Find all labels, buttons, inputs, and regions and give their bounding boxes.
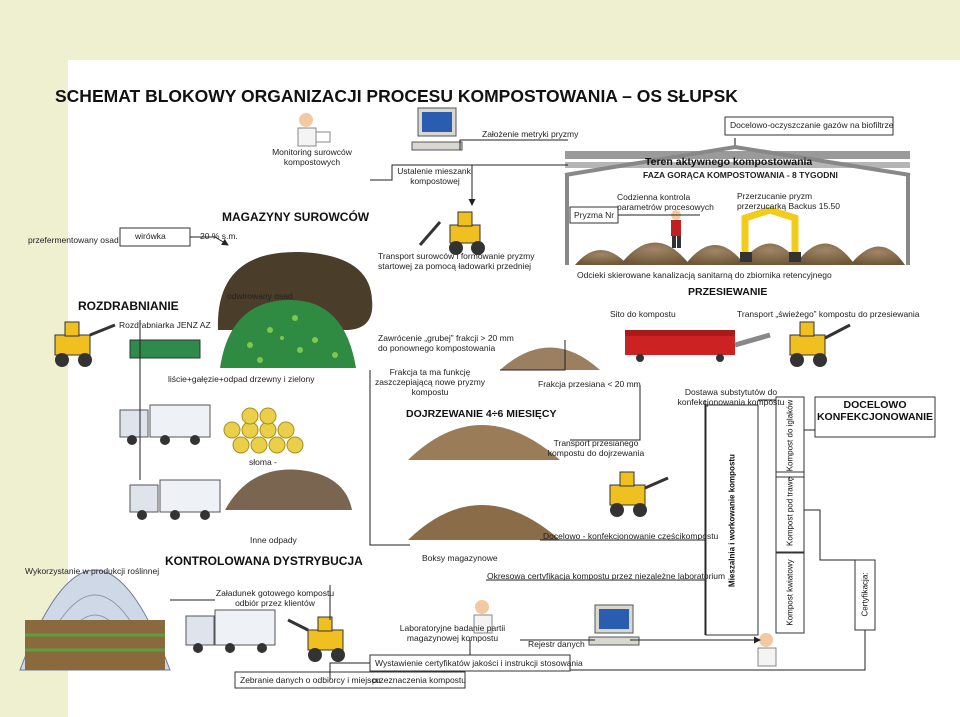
label-wykorzystanie: Wykorzystanie w produkcji roślinnej xyxy=(25,566,160,576)
screen-pile xyxy=(500,347,600,370)
maturation-pile-2 xyxy=(408,505,560,540)
truck-1 xyxy=(119,404,211,445)
loader-1 xyxy=(418,211,485,255)
label-zawrocenie: Zawrócenie „grubej” frakcji > 20 mm do p… xyxy=(378,333,514,353)
label-procent: 20 % s.m. xyxy=(200,231,238,241)
label-faza: FAZA GORĄCA KOMPOSTOWANIA - 8 TYGODNI xyxy=(643,170,838,180)
label-kompost-iglakow: Kompost do iglaków xyxy=(785,399,795,472)
label-codzienna: Codzienna kontrola parametrów procesowyc… xyxy=(617,192,714,212)
top-band xyxy=(68,0,960,60)
label-zaladunek: Załadunek gotowego kompostu odbiór przez… xyxy=(215,588,335,608)
frame-kompost-iglakow xyxy=(775,396,805,478)
truck-2 xyxy=(129,479,221,520)
computer-1 xyxy=(411,107,463,151)
label-odcieki: Odcieki skierowane kanalizacją sanitarną… xyxy=(577,270,832,280)
label-ustalenie: Ustalenie mieszanki kompostowej xyxy=(397,166,473,186)
label-przefermentowany: przefermentowany osad xyxy=(28,235,119,245)
loader-5 xyxy=(287,616,345,662)
scientist-2 xyxy=(473,600,493,634)
label-docelowo-konf: DOCELOWO KONFEKCJONOWANIE xyxy=(816,399,934,424)
label-kontrolowana: KONTROLOWANA DYSTRYBUCJA xyxy=(165,554,363,568)
label-liscie: liście+gałęzie+odpad drzewny i zielony xyxy=(168,374,315,384)
scientist-3 xyxy=(757,633,777,667)
frame-docelowo-konf xyxy=(814,396,936,438)
label-rozdrabniarka: Rozdrabniarka JENZ AZ xyxy=(119,320,211,330)
label-sloma: słoma - xyxy=(249,457,277,467)
label-docelowo-czesci: Docelowo - konfekcjonowanie częścikompos… xyxy=(543,531,719,541)
hall-piles xyxy=(575,206,905,265)
label-kompost-kwiatowy: Kompost kwiatowy xyxy=(785,559,795,626)
label-frakcja-zaszczep: Frakcja ta ma funkcję zaszczepiającą now… xyxy=(374,367,486,397)
label-wirowka: wirówka xyxy=(135,231,166,241)
label-magazyny: MAGAZYNY SUROWCÓW xyxy=(222,210,370,224)
label-okresowa: Okresowa certyfikacja kompostu przez nie… xyxy=(487,571,726,581)
frame-zebranie xyxy=(234,671,466,689)
flow-lines xyxy=(139,139,866,680)
frame-docelowo-gazy xyxy=(724,116,894,136)
label-boksy: Boksy magazynowe xyxy=(422,553,498,563)
label-frakcja-przesiana: Frakcja przesiana < 20 mm xyxy=(538,379,641,389)
label-transport-surowcow: Transport surowców i formowanie pryzmy s… xyxy=(378,251,535,271)
loader-3 xyxy=(789,321,851,367)
label-laboratoryjne: Laboratoryjne badanie partii magazynowej… xyxy=(399,623,506,643)
straw-bales xyxy=(223,407,304,454)
label-kompost-trawe: Kompost pod trawę xyxy=(785,477,795,546)
label-dojrzewanie: DOJRZEWANIE 4÷6 MIESIĘCY xyxy=(406,408,557,420)
label-pryzma: Pryzma Nr xyxy=(574,210,615,220)
worker-figure xyxy=(671,210,681,248)
frame-kompost-trawe xyxy=(775,471,805,553)
page-title: SCHEMAT BLOKOWY ORGANIZACJI PROCESU KOMP… xyxy=(55,86,738,106)
greenhouse xyxy=(19,569,171,671)
label-teren: Teren aktywnego kompostowania xyxy=(645,156,813,168)
label-monitoring: Monitoring surowców kompostowych xyxy=(272,147,352,167)
screen-machine xyxy=(625,330,771,362)
loader-2 xyxy=(54,321,201,367)
label-zebranie: Zebranie danych o odbiorcy i miejscu xyxy=(240,675,381,685)
label-sito: Sito do kompostu xyxy=(610,309,676,319)
label-przesiewanie: PRZESIEWANIE xyxy=(688,286,768,298)
label-zalozenie: Założenie metryki pryzmy xyxy=(482,129,579,139)
green-waste-pile xyxy=(220,300,356,368)
label-rejestr: Rejestr danych xyxy=(528,639,585,649)
truck-3 xyxy=(185,609,276,653)
label-certyfikacja: Certyfikacja: xyxy=(860,572,870,617)
computer-2 xyxy=(588,604,640,646)
scientist-1 xyxy=(297,113,331,147)
label-transport-swiezego: Transport „świeżego” kompostu do przesie… xyxy=(737,309,920,319)
label-przerzucanie: Przerzucanie pryzm przerzucarką Backus 1… xyxy=(737,191,840,211)
label-transport-przesianego: Transport przesianego kompostu do dojrze… xyxy=(547,438,645,458)
label-wystawienie: Wystawienie certyfikatów jakości i instr… xyxy=(375,658,583,668)
label-inne: Inne odpady xyxy=(250,535,297,545)
composting-hall xyxy=(564,138,911,265)
loader-4 xyxy=(609,471,669,517)
other-waste-pile xyxy=(225,469,352,510)
frame-mieszalnia xyxy=(705,404,759,636)
label-przeznaczenia: przeznaczenia kompostu xyxy=(372,675,467,685)
label-dostawa: Dostawa substytutów do konfekcjonowania … xyxy=(677,387,785,407)
label-rozdrabnianie: ROZDRABNIANIE xyxy=(78,299,179,313)
label-odwirowany: odwirowany osad xyxy=(227,291,293,301)
label-docelowo-gazy: Docelowo-oczyszczanie gazów na biofiltrz… xyxy=(730,120,894,130)
label-mieszalnia: Mieszalnia i workowanie kompostu xyxy=(727,454,737,587)
maturation-pile-1 xyxy=(408,425,560,460)
frame-kompost-kwiatowy xyxy=(775,552,805,634)
